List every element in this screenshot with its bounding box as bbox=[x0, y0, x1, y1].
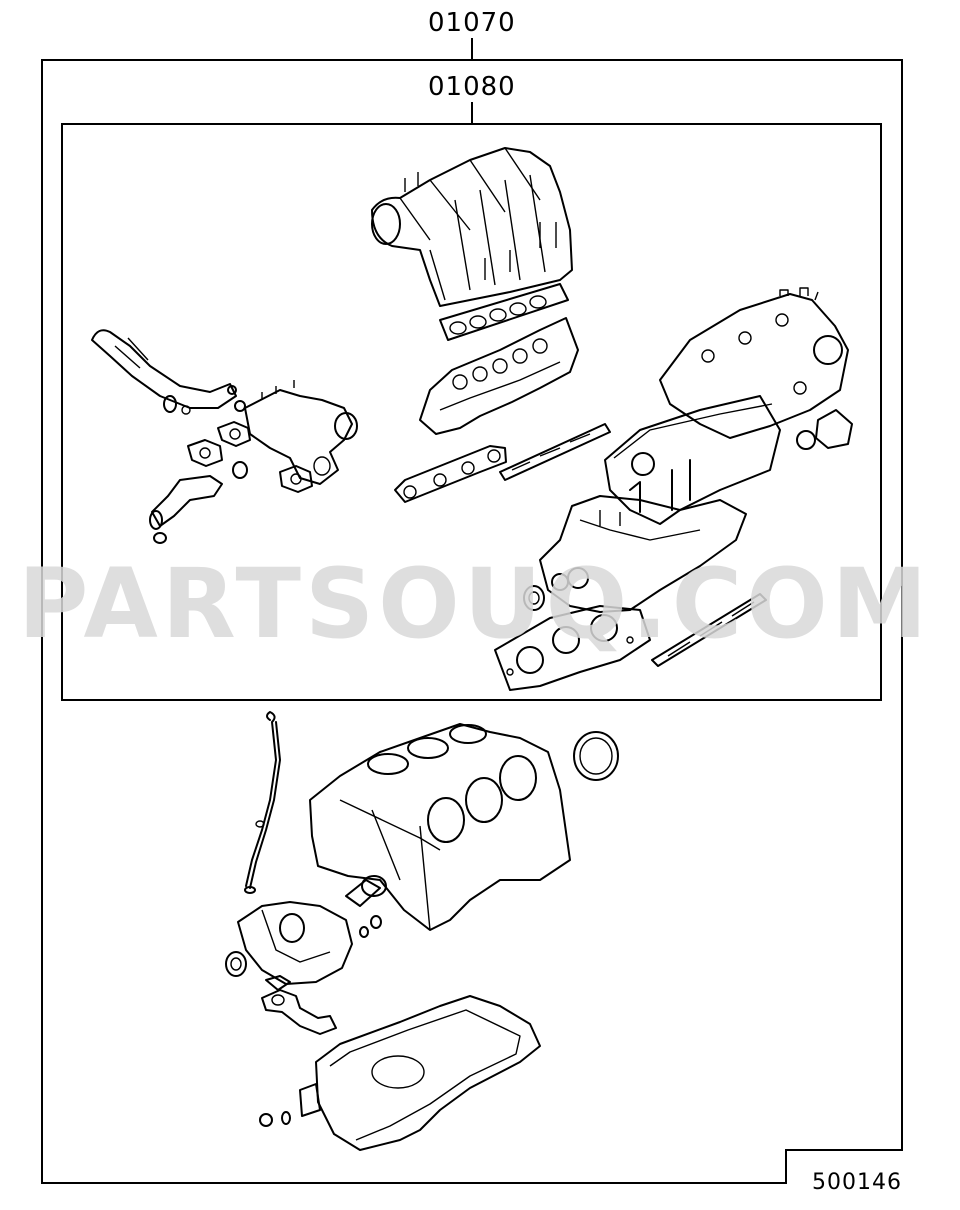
valve-cover-gasket-strip bbox=[651, 593, 767, 667]
outer-kit-label: 01070 bbox=[428, 8, 516, 38]
figure-number: 500146 bbox=[812, 1170, 902, 1195]
outer-kit-frame bbox=[41, 59, 903, 1184]
drain-plug bbox=[259, 1111, 291, 1127]
oil-strainer bbox=[261, 975, 337, 1035]
cylinder-head-gasket bbox=[494, 605, 651, 691]
oil-level-gauge-tube bbox=[244, 711, 281, 894]
manifold-gasket-right bbox=[499, 423, 611, 481]
upper-intake-manifold bbox=[371, 147, 573, 307]
camshaft-seal bbox=[523, 585, 545, 611]
cylinder-head bbox=[539, 495, 747, 613]
valve-cover-rear bbox=[659, 287, 849, 439]
inner-kit-frame bbox=[61, 123, 882, 701]
inner-kit-label: 01080 bbox=[428, 72, 516, 102]
water-pipe bbox=[91, 329, 237, 415]
oil-pump bbox=[237, 901, 353, 985]
water-outlet-gaskets bbox=[187, 385, 313, 493]
oil-pump-seal bbox=[225, 951, 247, 977]
valve-cover-front bbox=[604, 395, 781, 525]
cylinder-block bbox=[309, 723, 571, 931]
small-o-rings bbox=[359, 915, 382, 938]
lower-intake-manifold bbox=[419, 317, 579, 435]
thermostat-housing-right bbox=[796, 409, 853, 450]
thermostat-housing-left bbox=[244, 380, 358, 485]
oil-pan bbox=[299, 995, 541, 1151]
water-inlet-pipe bbox=[149, 475, 223, 544]
upper-intake-gasket bbox=[439, 283, 569, 341]
manifold-gasket-left bbox=[394, 445, 507, 503]
rear-main-seal bbox=[573, 731, 619, 781]
